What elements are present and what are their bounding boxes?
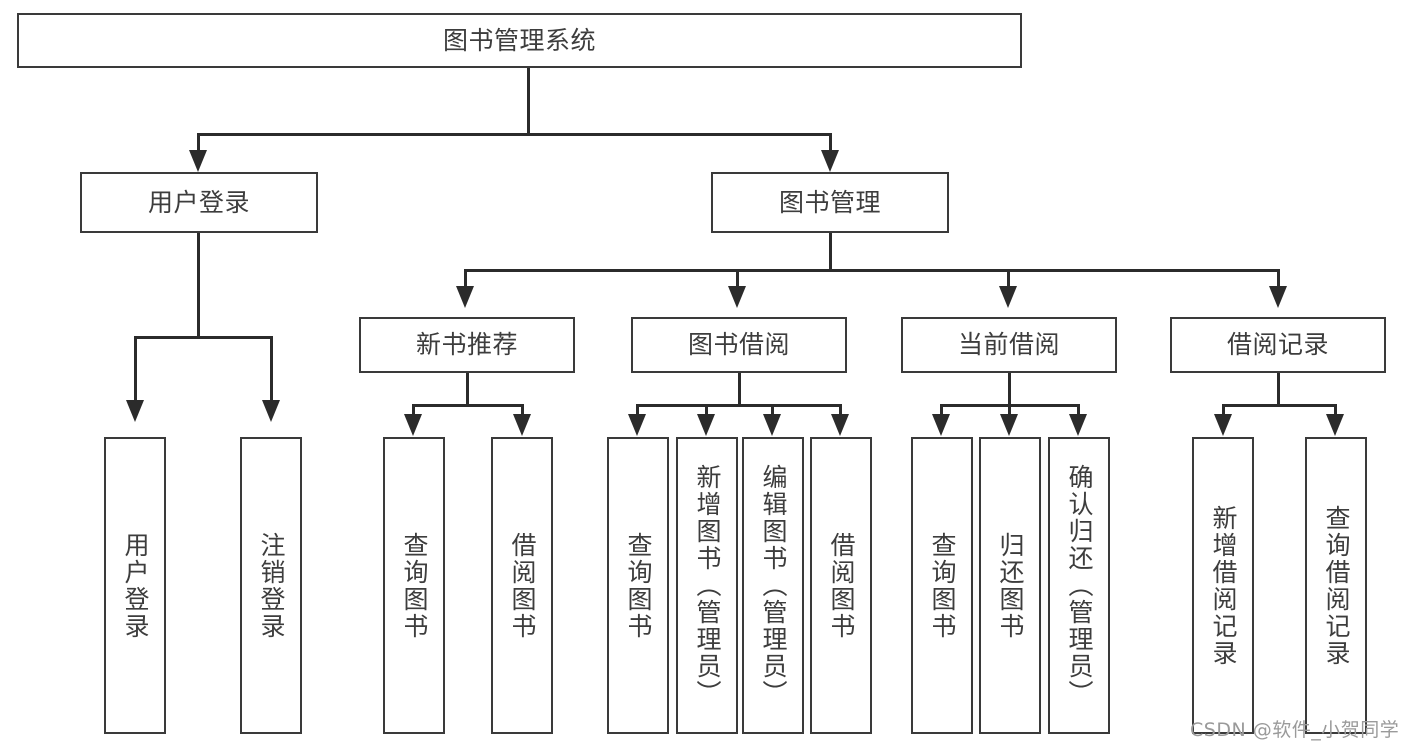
node-label: 图书管理: [778, 187, 881, 217]
node-label: 查询图书: [400, 531, 429, 640]
edge-cb-to-leaf-3: [1077, 404, 1080, 420]
node-label: 借阅图书: [827, 531, 856, 640]
leaf-query-book[interactable]: 查询图书: [607, 437, 669, 734]
edge-bm-to-borrow-record: [1277, 269, 1280, 291]
arrowhead-cb-leaf-2: [1000, 414, 1018, 436]
arrowhead-nbr-leaf-1: [404, 414, 422, 436]
edge-nbr-to-leaf-1: [412, 404, 415, 420]
edge-book-management-bus: [464, 269, 1280, 272]
edge-root-bus: [197, 133, 832, 136]
leaf-confirm-return-admin[interactable]: 确认归还（管理员）: [1048, 437, 1110, 734]
edge-user-login-to-leaf-user-login: [134, 336, 137, 406]
leaf-logout[interactable]: 注销登录: [240, 437, 302, 734]
edge-bm-to-current-borrow: [1007, 269, 1010, 291]
arrowhead-to-user-login: [189, 150, 207, 172]
edge-nbr-to-leaf-2: [521, 404, 524, 420]
edge-bb-to-leaf-3: [771, 404, 774, 420]
edge-root-to-user-login: [197, 133, 200, 155]
arrowhead-to-book-management: [821, 150, 839, 172]
edge-user-login-to-leaf-logout: [270, 336, 273, 406]
edge-cb-stem: [1008, 373, 1011, 407]
edge-bb-stem: [738, 373, 741, 407]
arrowhead-bb-leaf-3: [763, 414, 781, 436]
leaf-add-borrow-record[interactable]: 新增借阅记录: [1192, 437, 1254, 734]
leaf-query-borrow-record[interactable]: 查询借阅记录: [1305, 437, 1367, 734]
edge-br-stem: [1277, 373, 1280, 407]
edge-bm-to-book-borrow: [736, 269, 739, 291]
node-new-book-recommendation[interactable]: 新书推荐: [359, 317, 575, 373]
leaf-user-login[interactable]: 用户登录: [104, 437, 166, 734]
node-label: 图书借阅: [687, 330, 790, 360]
node-label: 确认归还（管理员）: [1065, 464, 1094, 707]
node-current-borrow[interactable]: 当前借阅: [901, 317, 1117, 373]
edge-book-management-stem: [829, 233, 832, 271]
arrowhead-bb-leaf-1: [628, 414, 646, 436]
leaf-borrow-book[interactable]: 借阅图书: [810, 437, 872, 734]
node-label: 查询图书: [928, 531, 957, 640]
node-borrow-record[interactable]: 借阅记录: [1170, 317, 1386, 373]
edge-cb-to-leaf-2: [1008, 404, 1011, 420]
node-label: 图书管理系统: [442, 25, 596, 55]
node-root-library-management-system[interactable]: 图书管理系统: [17, 13, 1022, 68]
edge-br-to-leaf-2: [1334, 404, 1337, 420]
edge-user-login-stem: [197, 233, 200, 338]
node-label: 新书推荐: [415, 330, 518, 360]
arrowhead-book-borrow: [728, 286, 746, 308]
node-label: 查询图书: [624, 531, 653, 640]
node-label: 编辑图书（管理员）: [759, 464, 788, 707]
leaf-query-book-current[interactable]: 查询图书: [911, 437, 973, 734]
arrowhead-nbr-leaf-2: [513, 414, 531, 436]
node-user-login[interactable]: 用户登录: [80, 172, 318, 233]
node-label: 注销登录: [257, 531, 286, 640]
node-label: 用户登录: [121, 531, 150, 640]
node-label: 用户登录: [147, 187, 250, 217]
node-label: 当前借阅: [957, 330, 1060, 360]
arrowhead-bb-leaf-2: [697, 414, 715, 436]
edge-bb-bus: [636, 404, 842, 407]
arrowhead-bb-leaf-4: [831, 414, 849, 436]
arrowhead-leaf-user-login: [126, 400, 144, 422]
edge-bm-to-new-book-rec: [464, 269, 467, 291]
edge-nbr-bus: [412, 404, 524, 407]
edge-br-bus: [1222, 404, 1337, 407]
edge-bb-to-leaf-1: [636, 404, 639, 420]
node-label: 新增借阅记录: [1209, 504, 1238, 667]
arrowhead-cb-leaf-1: [932, 414, 950, 436]
arrowhead-leaf-logout: [262, 400, 280, 422]
arrowhead-cb-leaf-3: [1069, 414, 1087, 436]
node-label: 新增图书（管理员）: [693, 464, 722, 707]
edge-user-login-bus: [134, 336, 273, 339]
node-book-management[interactable]: 图书管理: [711, 172, 949, 233]
leaf-add-book-admin[interactable]: 新增图书（管理员）: [676, 437, 738, 734]
edge-root-to-book-management: [829, 133, 832, 155]
node-label: 借阅图书: [508, 531, 537, 640]
leaf-query-book-from-recommendation[interactable]: 查询图书: [383, 437, 445, 734]
edge-bb-to-leaf-4: [839, 404, 842, 420]
node-book-borrow[interactable]: 图书借阅: [631, 317, 847, 373]
leaf-borrow-book-from-recommendation[interactable]: 借阅图书: [491, 437, 553, 734]
node-label: 查询借阅记录: [1322, 504, 1351, 667]
node-label: 归还图书: [996, 531, 1025, 640]
arrowhead-br-leaf-2: [1326, 414, 1344, 436]
leaf-return-book[interactable]: 归还图书: [979, 437, 1041, 734]
edge-cb-to-leaf-1: [940, 404, 943, 420]
arrowhead-br-leaf-1: [1214, 414, 1232, 436]
arrowhead-new-book-rec: [456, 286, 474, 308]
edge-br-to-leaf-1: [1222, 404, 1225, 420]
node-label: 借阅记录: [1226, 330, 1329, 360]
arrowhead-current-borrow: [999, 286, 1017, 308]
leaf-edit-book-admin[interactable]: 编辑图书（管理员）: [742, 437, 804, 734]
edge-bb-to-leaf-2: [705, 404, 708, 420]
csdn-watermark: CSDN @软件_小贺同学: [1190, 719, 1400, 741]
arrowhead-borrow-record: [1269, 286, 1287, 308]
edge-root-stem: [527, 68, 530, 135]
edge-nbr-stem: [466, 373, 469, 407]
